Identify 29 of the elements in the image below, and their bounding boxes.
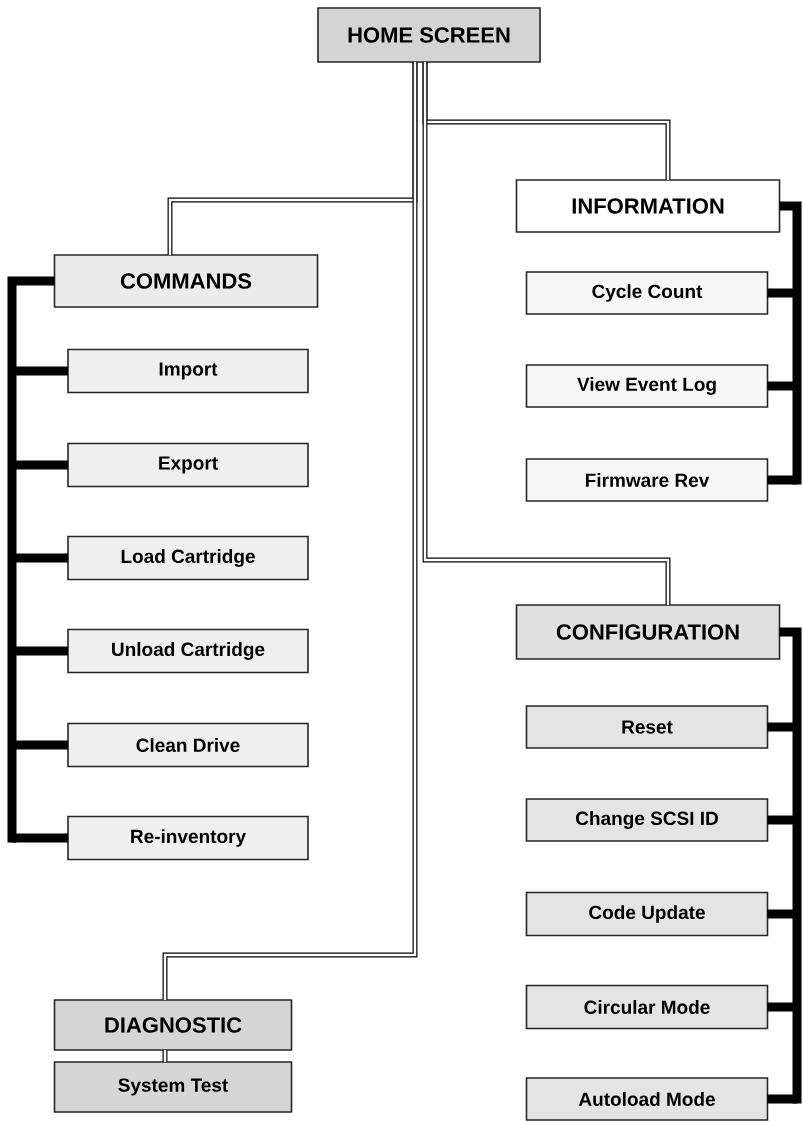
bus-line [7,276,55,843]
menu-item-box: Clean Drive [67,722,309,768]
menu-item-box: Unload Cartridge [67,628,309,674]
connector-line [12,833,68,843]
bus-line [779,201,802,485]
menu-item-box: Re-inventory [67,815,309,861]
connector-line [162,1050,168,1062]
menu-item-box: Firmware Rev [525,458,769,502]
menu-item-box: Import [67,348,309,394]
connector-line [422,62,671,605]
connector-line [767,475,797,485]
menu-item-box: Circular Mode [525,984,769,1030]
menu-item-box: Code Update [525,891,769,937]
menu-item-box: Cycle Count [525,271,769,315]
bus-line [779,627,802,1104]
menu-item-box: View Event Log [525,364,769,408]
menu-box: HOME SCREEN [317,7,541,63]
connector-line [162,62,418,1000]
menu-item-box: Export [67,442,309,488]
menu-item-box: Load Cartridge [67,535,309,581]
menu-item-box: Autoload Mode [525,1077,769,1121]
menu-item-box: Reset [525,705,769,749]
menu-box: CONFIGURATION [515,604,781,660]
menu-item-box: Change SCSI ID [525,798,769,842]
menu-box: COMMANDS [53,254,319,308]
menu-box: DIAGNOSTIC [53,999,293,1051]
menu-item-box: System Test [53,1061,293,1113]
menu-box: INFORMATION [515,179,781,233]
connector-line [767,1094,797,1104]
